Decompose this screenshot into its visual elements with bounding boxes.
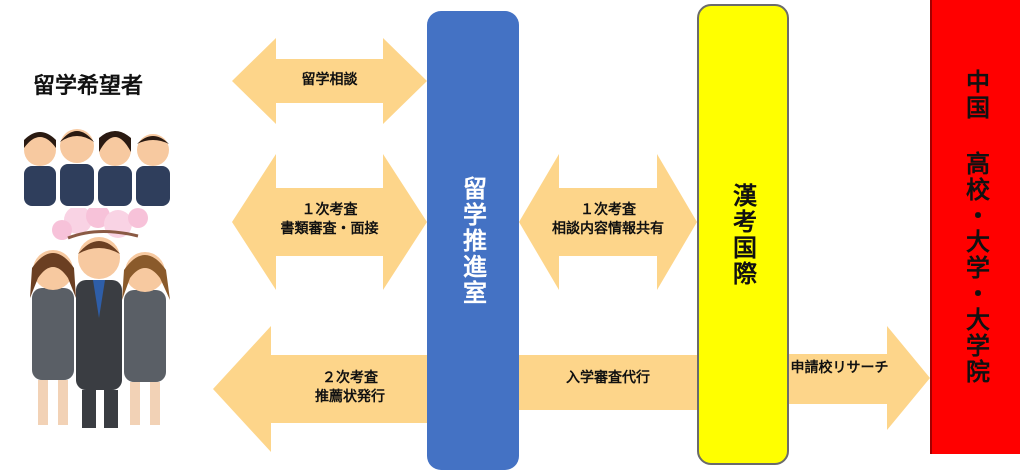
china-institutions-label: 中国 高校・大学・大学院: [961, 69, 990, 385]
second-review-label-line1: ２次考査: [322, 370, 378, 386]
info-share-arrow: １次考査 相談内容情報共有: [519, 154, 697, 290]
research-label: 申請校リサーチ: [790, 360, 889, 376]
office-label: 留学推進室: [458, 175, 487, 306]
consultation-arrow: 留学相談: [232, 38, 427, 124]
graduate-figure: [76, 237, 122, 428]
second-review-label-line2: 推薦状発行: [315, 389, 385, 405]
kanko-pillar: 漢考国際: [697, 4, 789, 465]
info-share-label-line1: １次考査: [580, 202, 636, 218]
students-illustration: [24, 129, 170, 206]
graduate-figure: [122, 252, 170, 425]
student-figure: [136, 134, 170, 206]
student-figure: [60, 129, 94, 206]
consultation-label: 留学相談: [301, 72, 358, 88]
second-review-arrow: ２次考査 推薦状発行: [213, 326, 427, 452]
china-institutions-pillar: 中国 高校・大学・大学院: [930, 0, 1020, 454]
kanko-label: 漢考国際: [728, 182, 757, 287]
info-share-label-line2: 相談内容情報共有: [552, 221, 664, 237]
first-review-label-line1: １次考査: [301, 202, 358, 218]
student-figure: [24, 132, 56, 206]
first-review-arrow: １次考査 書類審査・面接: [232, 154, 427, 290]
research-arrow: 申請校リサーチ: [789, 326, 930, 430]
applicants-title: 留学希望者: [33, 74, 144, 99]
admission-label: 入学審査代行: [566, 370, 650, 386]
cherry-blossom-decoration: [52, 208, 148, 240]
first-review-label-line2: 書類審査・面接: [280, 221, 379, 237]
student-figure: [98, 131, 132, 206]
office-pillar: 留学推進室: [427, 11, 519, 470]
graduate-figure: [30, 250, 76, 425]
admission-band: 入学審査代行: [519, 355, 697, 410]
graduates-illustration: [30, 208, 170, 428]
